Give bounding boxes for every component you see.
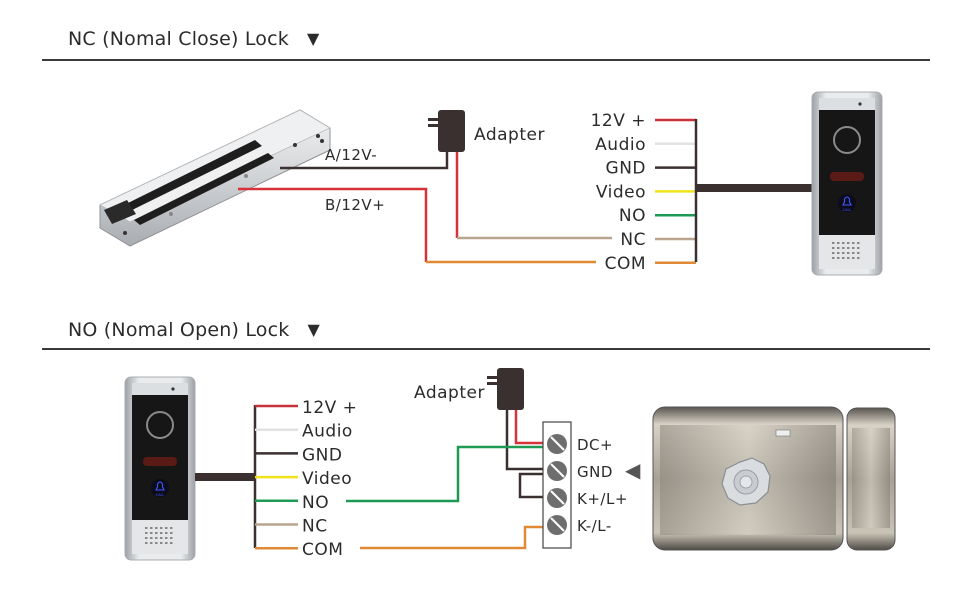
bell-icon <box>842 196 852 206</box>
adapter-label: Adapter <box>474 125 545 145</box>
nc-divider <box>42 59 930 61</box>
wire-label-b: B/12V+ <box>325 196 385 214</box>
rim-lock-image <box>652 406 896 551</box>
collapse-arrow-icon[interactable]: ▼ <box>307 320 320 339</box>
nc-title-text: NC (Nomal Close) Lock <box>68 28 289 50</box>
nc-cable <box>696 184 813 192</box>
camera-icon <box>146 411 174 439</box>
adapter-label: Adapter <box>414 383 485 403</box>
no-divider <box>42 348 930 350</box>
wire-com-orange <box>360 525 552 550</box>
wire-adapter-black <box>505 410 552 471</box>
call-button[interactable] <box>838 194 856 212</box>
ir-light <box>143 457 177 466</box>
no-section-title: NO (Nomal Open) Lock ▼ <box>68 319 320 341</box>
call-text: CALL <box>156 493 165 497</box>
terminal-label: Audio <box>302 422 353 442</box>
camera-icon <box>833 126 861 154</box>
pointer-arrow-icon: ◀ <box>625 458 641 482</box>
call-button[interactable] <box>151 479 169 497</box>
screw-slot <box>550 436 565 451</box>
magnetic-lock-image <box>99 109 331 247</box>
lock-terminal-label: K+/L+ <box>577 490 628 508</box>
adapter-icon <box>487 368 524 410</box>
lock-terminal-label: GND <box>577 463 613 481</box>
wire-jumper <box>518 472 552 499</box>
terminal-label: Audio <box>595 135 646 155</box>
terminal-label: COM <box>605 254 646 274</box>
wire-label-a: A/12V- <box>325 146 377 164</box>
adapter-icon <box>428 110 465 152</box>
terminal-label: GND <box>302 445 342 465</box>
no-cable <box>195 473 255 481</box>
lock-terminal-list: DC+ GND K+/L+ K-/L- <box>547 434 628 535</box>
no-title-text: NO (Nomal Open) Lock <box>68 319 290 341</box>
terminal-label: Video <box>302 469 352 489</box>
ir-light <box>830 172 864 181</box>
terminal-label: Video <box>596 182 646 202</box>
nc-section-title: NC (Nomal Close) Lock ▼ <box>68 28 320 50</box>
terminal-label: 12V + <box>591 111 646 131</box>
wire-a-12v-minus <box>280 152 449 170</box>
terminal-label: NC <box>302 517 328 537</box>
wire-adapter-red <box>514 410 552 445</box>
collapse-arrow-icon[interactable]: ▼ <box>306 29 320 48</box>
terminal-label: COM <box>302 540 343 560</box>
wire-b-12v-plus <box>238 187 428 262</box>
terminal-label: NC <box>620 230 646 250</box>
screw-slot <box>550 490 565 505</box>
call-text: CALL <box>843 208 852 212</box>
bell-icon <box>155 481 165 491</box>
terminal-label: NO <box>302 493 329 513</box>
lock-terminal-label: K-/L- <box>577 517 612 535</box>
doorbell-unit-image: CALL <box>124 376 196 561</box>
terminal-label: GND <box>606 159 646 179</box>
terminal-label: 12V + <box>302 398 357 418</box>
terminal-label: NO <box>619 206 646 226</box>
lock-terminal-label: DC+ <box>577 436 613 454</box>
screw-slot <box>550 463 565 478</box>
wire-no-green <box>346 445 552 503</box>
screw-slot <box>550 517 565 532</box>
doorbell-unit-image: CALL <box>811 91 883 276</box>
